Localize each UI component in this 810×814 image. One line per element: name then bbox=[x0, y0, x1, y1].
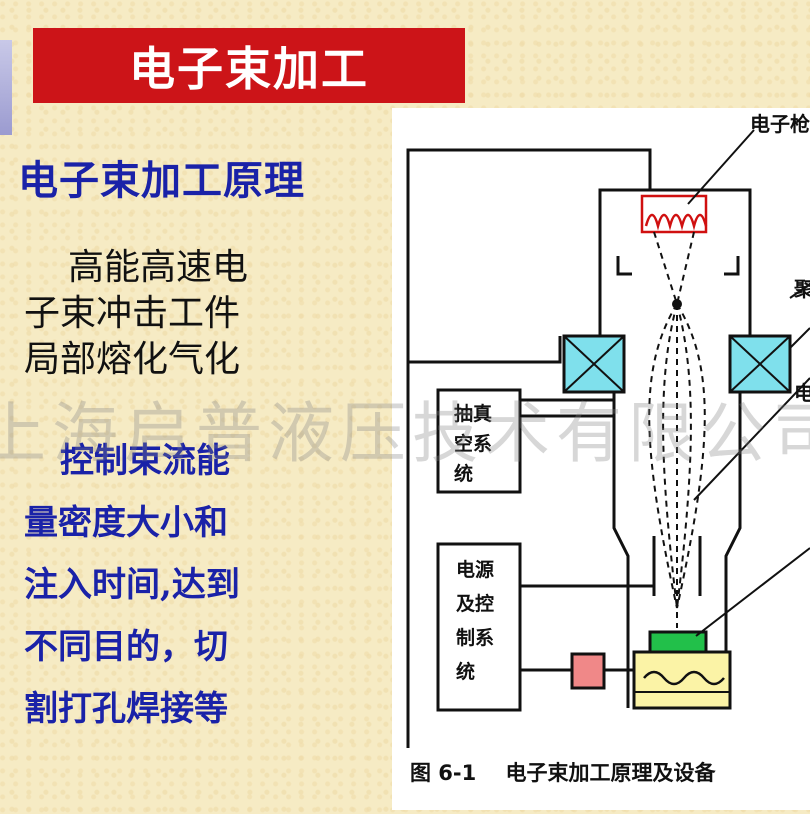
label-right-1: 聚 bbox=[793, 277, 810, 301]
label-right-2: 电 bbox=[794, 381, 810, 405]
vacuum-system-box bbox=[436, 388, 522, 494]
label-electron-gun: 电子枪 bbox=[750, 112, 810, 136]
frame-link bbox=[408, 336, 562, 364]
anode-right bbox=[724, 256, 740, 276]
principle-line: 子束冲击工件 bbox=[24, 293, 241, 334]
focal-point bbox=[672, 299, 682, 309]
section-heading: 电子束加工原理 bbox=[18, 158, 305, 204]
leader-gun bbox=[687, 129, 755, 205]
power-control-box bbox=[436, 542, 522, 712]
sensor-block bbox=[570, 652, 606, 690]
principle-text: 高能高速电 子束冲击工件 局部熔化气化 bbox=[24, 245, 324, 383]
principle-line: 高能高速电 bbox=[68, 247, 249, 288]
anode-left bbox=[616, 256, 632, 276]
diagram-svg: 抽真 空系 统 电源 及控 制系 统 电子枪 聚 电 图 6-1 电子束加工原理… bbox=[406, 112, 810, 785]
power-line: 及控 bbox=[456, 592, 494, 615]
gun-chamber bbox=[598, 188, 752, 390]
principle-line: 局部熔化气化 bbox=[24, 339, 241, 380]
power-line: 统 bbox=[456, 660, 475, 683]
slide-title: 电子束加工 bbox=[33, 28, 465, 103]
cathode-frame bbox=[640, 194, 708, 234]
control-line: 注入时间,达到 bbox=[24, 565, 240, 605]
power-line: 电源 bbox=[456, 558, 494, 581]
outer-frame bbox=[406, 148, 652, 748]
control-text: 控制束流能 量密度大小和 注入时间,达到 不同目的，切 割打孔焊接等 bbox=[24, 430, 324, 740]
control-line: 控制束流能 bbox=[60, 441, 230, 481]
equipment-diagram: 抽真 空系 统 电源 及控 制系 统 电子枪 聚 电 图 6-1 电子束加工原理… bbox=[392, 108, 810, 810]
electron-beam bbox=[648, 231, 706, 628]
power-line: 制系 bbox=[456, 626, 494, 649]
vacuum-line: 空系 bbox=[454, 432, 492, 455]
control-line: 量密度大小和 bbox=[24, 503, 228, 543]
decorative-side-bar bbox=[0, 40, 12, 135]
vacuum-line: 抽真 bbox=[454, 402, 492, 425]
control-line: 割打孔焊接等 bbox=[24, 689, 228, 729]
vacuum-line: 统 bbox=[454, 462, 473, 485]
control-line: 不同目的，切 bbox=[24, 627, 228, 667]
figure-caption: 图 6-1 电子束加工原理及设备 bbox=[410, 761, 716, 785]
filament-coil-icon bbox=[644, 213, 708, 231]
table-wave-icon bbox=[643, 670, 725, 686]
